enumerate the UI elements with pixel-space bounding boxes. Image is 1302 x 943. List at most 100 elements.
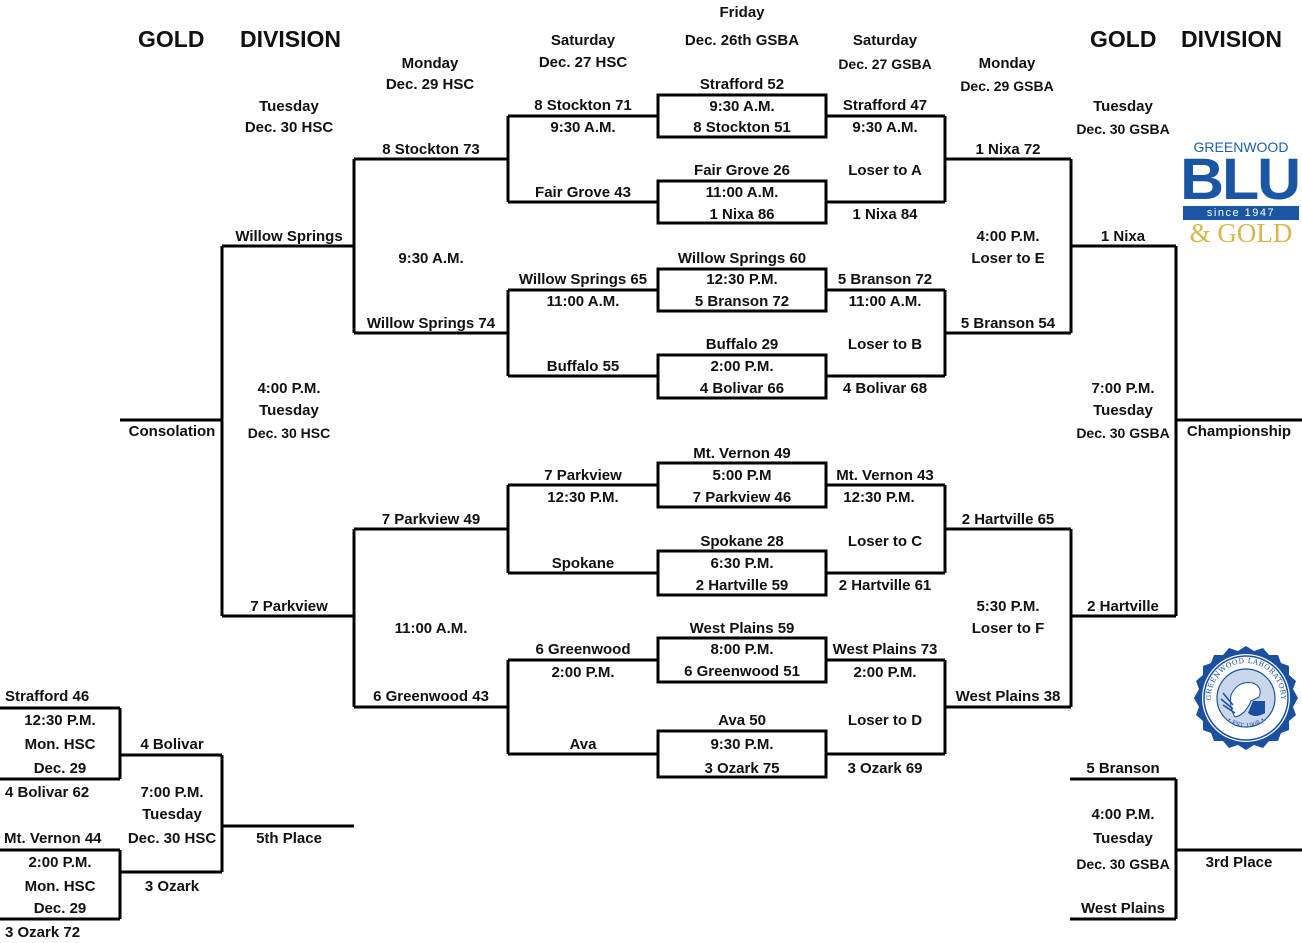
mon-gsba-1-bottom-team: 5 Branson 54 [960, 315, 1056, 332]
fifth-semi-2-date: Dec. 29 [33, 900, 87, 917]
mon-hsc-2-bottom-team: 6 Greenwood 43 [373, 688, 489, 705]
friday-7-bottom-team: 6 Greenwood 51 [684, 663, 800, 680]
mon-gsba-2-time: 5:30 P.M. [976, 598, 1040, 615]
friday-2-top-team: Fair Grove 26 [694, 162, 790, 179]
fifth-semi-1-date: Dec. 29 [33, 760, 87, 777]
championship-bracket [1174, 246, 1302, 616]
sat-gsba-2-bottom-team: 4 Bolivar 68 [842, 380, 928, 397]
sat-gsba-3-time: 12:30 P.M. [843, 489, 915, 506]
mon-hsc-2-time: 11:00 A.M. [394, 620, 468, 637]
tue-gsba-day: Tuesday [1093, 98, 1153, 115]
third-date: Dec. 30 GSBA [1076, 856, 1170, 872]
sat-hsc-4-time: 2:00 P.M. [551, 664, 615, 681]
championship-bottom-team: 2 Hartville [1087, 598, 1159, 615]
championship-label: Championship [1186, 423, 1292, 440]
friday-5-time: 5:00 P.M [712, 467, 772, 484]
sat-gsba-1-time: 9:30 A.M. [852, 119, 918, 136]
friday-1-bottom-team: 8 Stockton 51 [693, 119, 791, 136]
sat-hsc-1-bottom-team: Fair Grove 43 [535, 184, 631, 201]
friday-8-bottom-team: 3 Ozark 75 [704, 760, 780, 777]
fifth-semi-1-bottom-team: 4 Bolivar 62 [5, 784, 90, 801]
friday-6-time: 6:30 P.M. [710, 555, 774, 572]
mon-hsc-2-top-team: 7 Parkview 49 [381, 511, 481, 528]
left-gold-title: GOLD [138, 26, 205, 52]
blue-and-gold-logo: GREENWOOD BLUE since 1947 & GOLD [1180, 139, 1302, 250]
sat-gsba-1-top-team: Strafford 47 [842, 97, 928, 114]
fifth-semi-2-bracket [0, 848, 122, 921]
sat-gsba-bracket-4 [826, 658, 1071, 756]
fifth-semi-2-day: Mon. HSC [24, 878, 96, 895]
tue-gsba-date: Dec. 30 GSBA [1076, 121, 1170, 137]
fifth-semi-1-day: Mon. HSC [24, 736, 96, 753]
sat-gsba-date: Dec. 27 GSBA [838, 56, 932, 72]
sat-gsba-day: Saturday [852, 32, 918, 49]
friday-1-time: 9:30 A.M. [709, 98, 775, 115]
sat-gsba-1-bottom-team: 1 Nixa 84 [852, 206, 918, 223]
mon-hsc-1-bottom-team: Willow Springs 74 [366, 315, 496, 332]
sat-gsba-4-bottom-team: 3 Ozark 69 [847, 760, 923, 777]
logo-gold-text: & GOLD [1189, 218, 1293, 248]
consolation-day: Tuesday [259, 402, 319, 419]
consolation-label: Consolation [128, 423, 216, 440]
friday-3-bottom-team: 5 Branson 72 [694, 293, 790, 310]
mon-hsc-bracket-1 [222, 159, 356, 333]
friday-day: Friday [719, 4, 765, 21]
left-division-title: DIVISION [240, 26, 341, 52]
mon-gsba-2-top-team: 2 Hartville 65 [961, 511, 1055, 528]
sat-hsc-day: Saturday [550, 32, 616, 49]
sat-gsba-2-top-team: 5 Branson 72 [837, 271, 933, 288]
third-day: Tuesday [1093, 830, 1153, 847]
fifth-final-time: 7:00 P.M. [140, 784, 204, 801]
championship-time: 7:00 P.M. [1091, 380, 1155, 397]
fifth-semi-2-time: 2:00 P.M. [28, 854, 92, 871]
championship-date: Dec. 30 GSBA [1076, 425, 1170, 441]
mon-gsba-2-note: Loser to F [971, 620, 1045, 637]
sat-gsba-2-note: Loser to B [847, 336, 923, 353]
fifth-semi-1-time: 12:30 P.M. [24, 712, 96, 729]
fifth-final-bottom-team: 3 Ozark [144, 878, 200, 895]
fifth-final-date: Dec. 30 HSC [127, 830, 217, 847]
sat-gsba-4-top-team: West Plains 73 [832, 641, 938, 658]
sat-gsba-3-bottom-team: 2 Hartville 61 [838, 577, 932, 594]
sat-hsc-1-top-team: 8 Stockton 71 [534, 97, 632, 114]
friday-4-top-team: Buffalo 29 [705, 336, 779, 353]
consolation-bracket [120, 246, 224, 616]
sat-gsba-3-note: Loser to C [847, 533, 923, 550]
sat-hsc-2-time: 11:00 A.M. [546, 293, 620, 310]
sat-hsc-3-bottom-team: Spokane [551, 555, 615, 572]
friday-5-top-team: Mt. Vernon 49 [693, 445, 791, 462]
tue-hsc-date: Dec. 30 HSC [244, 119, 334, 136]
fifth-semi-2-bottom-team: 3 Ozark 72 [5, 924, 81, 941]
consolation-time: 4:00 P.M. [257, 380, 321, 397]
sat-hsc-2-bottom-team: Buffalo 55 [546, 358, 620, 375]
sat-hsc-1-time: 9:30 A.M. [550, 119, 616, 136]
logo-greenwood-text: GREENWOOD [1193, 139, 1289, 155]
sat-gsba-4-time: 2:00 P.M. [853, 664, 917, 681]
mon-gsba-1-time: 4:00 P.M. [976, 228, 1040, 245]
sat-gsba-4-note: Loser to D [847, 712, 923, 729]
friday-3-top-team: Willow Springs 60 [677, 250, 807, 267]
mon-gsba-1-note: Loser to E [971, 250, 1045, 267]
championship-day: Tuesday [1093, 402, 1153, 419]
friday-6-bottom-team: 2 Hartville 59 [695, 577, 789, 594]
consolation-top-team: Willow Springs [235, 228, 343, 245]
mon-hsc-day: Monday [401, 55, 459, 72]
sat-hsc-bracket-1 [354, 114, 658, 204]
logo-blue-text: BLUE [1180, 147, 1302, 212]
friday-2-time: 11:00 A.M. [705, 184, 779, 201]
mon-hsc-bracket-2 [222, 529, 356, 707]
fifth-semi-1-bracket [0, 706, 122, 781]
friday-6-top-team: Spokane 28 [700, 533, 784, 550]
school-seal-icon: GREENWOOD LABORATORY • EST. 1908 • [1194, 646, 1298, 750]
sat-gsba-bracket-2 [826, 288, 1071, 378]
friday-7-top-team: West Plains 59 [689, 620, 795, 637]
fifth-final-top-team: 4 Bolivar [140, 736, 204, 753]
sat-hsc-bracket-2 [354, 288, 658, 378]
third-top-team: 5 Branson [1086, 760, 1160, 777]
fifth-semi-2-top-team: Mt. Vernon 44 [4, 830, 102, 847]
friday-2-bottom-team: 1 Nixa 86 [709, 206, 775, 223]
mon-hsc-1-top-team: 8 Stockton 73 [382, 141, 480, 158]
sat-hsc-date: Dec. 27 HSC [538, 54, 628, 71]
third-place-label: 3rd Place [1205, 854, 1273, 871]
